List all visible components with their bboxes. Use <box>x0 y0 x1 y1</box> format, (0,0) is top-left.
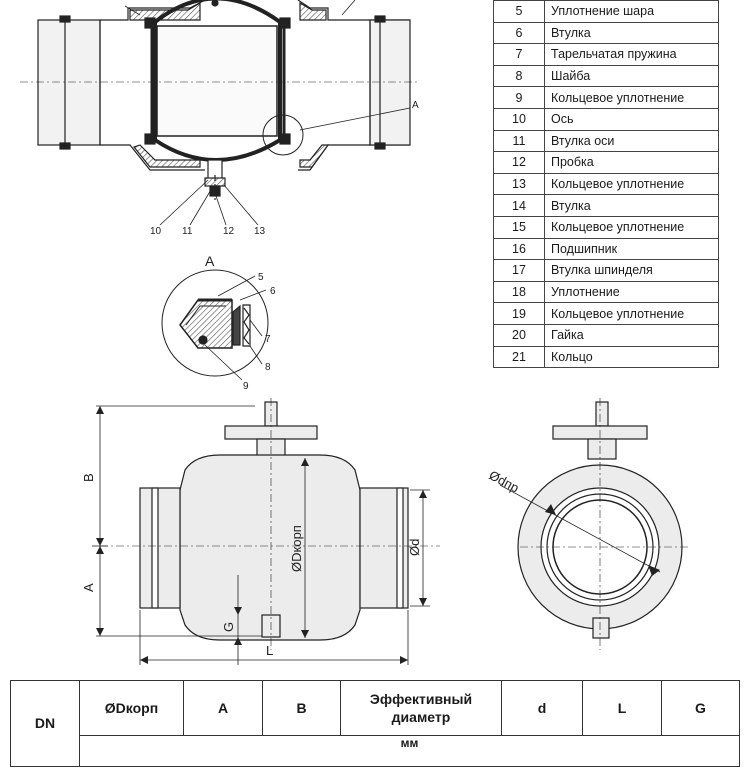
body-hatch-top <box>129 1 201 21</box>
label-12: 12 <box>223 226 235 237</box>
spec-units: мм <box>79 735 740 767</box>
valve-drawing: A 10 11 12 13 A 5 6 7 8 9 <box>20 0 690 665</box>
callout-letter-a: A <box>412 100 419 111</box>
detail-label-7: 7 <box>265 334 271 345</box>
detail-a-title: A <box>205 253 215 269</box>
part-name: Ось <box>544 107 719 131</box>
part-name: Пробка <box>544 151 719 174</box>
dim-g: G <box>221 622 236 632</box>
dim-l: L <box>266 643 273 658</box>
ball-bore <box>156 25 278 137</box>
spec-header-b: B <box>262 680 341 736</box>
dim-b: B <box>81 473 96 482</box>
right-pipe <box>369 19 411 146</box>
part-name: Кольцевое уплотнение <box>544 302 719 325</box>
dim-dpass: Ødпр <box>487 467 522 495</box>
part-number: 7 <box>493 43 545 66</box>
label-10: 10 <box>150 226 162 237</box>
label-11: 11 <box>182 226 193 237</box>
part-number: 19 <box>493 302 545 325</box>
detail-label-6: 6 <box>270 286 276 297</box>
oring-9 <box>198 335 208 345</box>
part-name: Тарельчатая пружина <box>544 43 719 66</box>
spec-header-dbody: ØDкорп <box>79 680 184 736</box>
part-number: 20 <box>493 323 545 347</box>
part-number: 14 <box>493 194 545 217</box>
part-name: Кольцевое уплотнение <box>544 172 719 196</box>
spec-header-dn: DN <box>10 680 80 767</box>
part-number: 6 <box>493 21 545 45</box>
side-view <box>499 398 690 650</box>
detail-label-8: 8 <box>265 362 271 373</box>
dim-dbody: ØDкорп <box>289 525 304 572</box>
part-name: Шайба <box>544 64 719 88</box>
spec-table: DN ØDкорп A B Эффективный диаметр d L G … <box>10 680 740 767</box>
part-number: 10 <box>493 107 545 131</box>
part-number: 9 <box>493 86 545 109</box>
section-view <box>20 0 420 226</box>
part-number: 17 <box>493 259 545 282</box>
label-13: 13 <box>254 226 266 237</box>
part-number: 21 <box>493 345 545 369</box>
detail-label-9: 9 <box>243 381 249 392</box>
part-name: Втулка оси <box>544 129 719 153</box>
part-number: 8 <box>493 64 545 88</box>
part-name: Втулка <box>544 194 719 217</box>
left-pipe <box>37 19 101 146</box>
spec-header-l: L <box>582 680 662 736</box>
part-name: Кольцевое уплотнение <box>544 215 719 239</box>
part-name: Уплотнение шара <box>544 0 719 23</box>
left-pipe-end <box>139 487 181 609</box>
spring-6 <box>232 304 241 346</box>
valve-body <box>179 454 361 641</box>
detail-label-5: 5 <box>258 272 264 283</box>
ball <box>153 0 282 162</box>
part-number: 11 <box>493 129 545 153</box>
part-number: 12 <box>493 151 545 174</box>
part-name: Гайка <box>544 323 719 347</box>
part-name: Втулка <box>544 21 719 45</box>
detail-a-circle <box>262 114 304 156</box>
detail-a <box>161 269 269 381</box>
part-number: 16 <box>493 237 545 261</box>
spec-header-effective-diameter: Эффективный диаметр <box>340 680 502 736</box>
dim-d: Ød <box>407 539 422 556</box>
part-number: 13 <box>493 172 545 196</box>
part-name: Втулка шпинделя <box>544 259 719 282</box>
part-number: 18 <box>493 280 545 304</box>
part-name: Кольцо <box>544 345 719 369</box>
spec-header-d: d <box>501 680 583 736</box>
part-name: Уплотнение <box>544 280 719 304</box>
spec-header-a: A <box>183 680 263 736</box>
spec-header-g: G <box>661 680 740 736</box>
front-view <box>92 398 440 665</box>
part-name: Подшипник <box>544 237 719 261</box>
dim-a: A <box>81 583 96 592</box>
part-name: Кольцевое уплотнение <box>544 86 719 109</box>
part-number: 5 <box>493 0 545 23</box>
part-number: 15 <box>493 215 545 239</box>
